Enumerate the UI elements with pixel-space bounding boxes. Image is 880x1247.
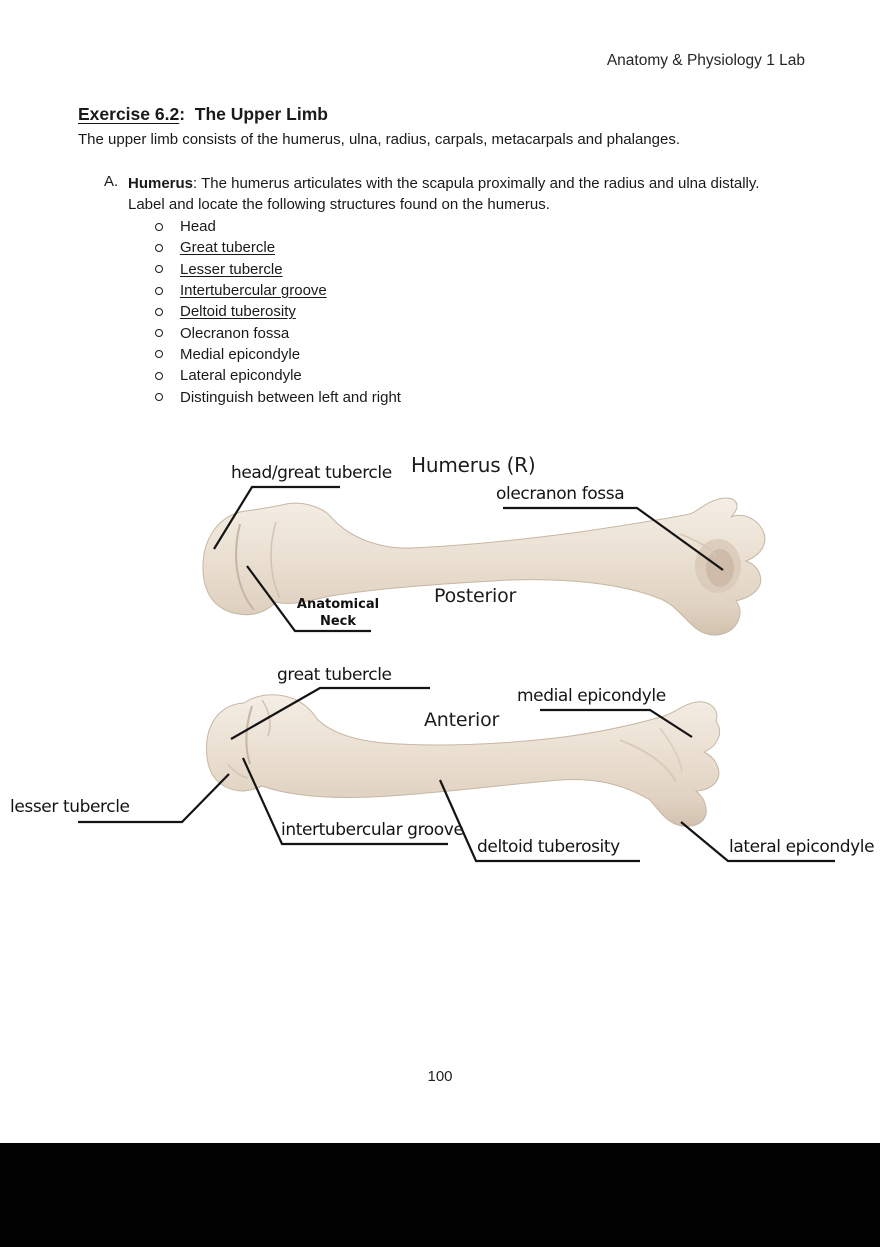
- list-item: Distinguish between left and right: [155, 386, 401, 407]
- section-a: A. Humerus: The humerus articulates with…: [104, 173, 814, 215]
- anatomical-neck-line2: Neck: [319, 613, 357, 629]
- label-intertubercular-groove: intertubercular groove: [281, 820, 464, 840]
- list-item: Deltoid tuberosity: [155, 301, 401, 322]
- section-a-term: Humerus: [128, 175, 194, 192]
- circle-bullet-icon: [155, 307, 163, 316]
- label-anatomical-neck: Anatomical Neck: [296, 597, 380, 630]
- list-item-label: Olecranon fossa: [180, 324, 290, 342]
- posterior-humerus-bone: [202, 497, 766, 636]
- circle-bullet-icon: [155, 243, 163, 252]
- label-head-great-tubercle: head/great tubercle: [231, 463, 392, 483]
- label-lesser-tubercle: lesser tubercle: [10, 797, 130, 817]
- exercise-title-rest: : The Upper Limb: [179, 104, 328, 124]
- leader-lateral-epicondyle: [680, 821, 835, 863]
- label-lateral-epicondyle: lateral epicondyle: [729, 837, 875, 857]
- section-a-line2: Label and locate the following structure…: [128, 196, 550, 213]
- list-item-label: Head: [180, 218, 216, 236]
- list-item-label: Lesser tubercle: [180, 260, 283, 278]
- list-item: Great tubercle: [155, 237, 401, 258]
- circle-bullet-icon: [155, 393, 163, 402]
- list-item: Medial epicondyle: [155, 344, 401, 365]
- leader-lesser-tubercle: [78, 773, 230, 824]
- bottom-black-bar: [0, 1143, 880, 1247]
- list-item: Intertubercular groove: [155, 280, 401, 301]
- circle-bullet-icon: [155, 371, 163, 380]
- list-item-label: Lateral epicondyle: [180, 367, 302, 385]
- list-item: Head: [155, 216, 401, 237]
- leader-medial-epicondyle: [540, 708, 693, 738]
- label-deltoid-tuberosity: deltoid tuberosity: [477, 837, 620, 857]
- leader-olecranon-fossa: [503, 506, 724, 571]
- circle-bullet-icon: [155, 350, 163, 359]
- list-item: Olecranon fossa: [155, 322, 401, 343]
- exercise-title-number: Exercise 6.2: [78, 104, 180, 124]
- list-item-label: Deltoid tuberosity: [180, 303, 296, 321]
- anterior-view-label: Anterior: [424, 709, 500, 731]
- list-item-label: Intertubercular groove: [180, 282, 327, 300]
- leader-intertubercular-groove: [241, 757, 448, 846]
- leader-head-great-tubercle: [213, 485, 340, 550]
- section-a-text: Humerus: The humerus articulates with th…: [128, 173, 759, 215]
- anterior-humerus-bone: [206, 694, 720, 827]
- list-item: Lesser tubercle: [155, 259, 401, 280]
- circle-bullet-icon: [155, 286, 163, 295]
- anatomical-neck-line1: Anatomical: [296, 597, 380, 612]
- leader-anatomical-neck: [246, 565, 371, 633]
- page-header: Anatomy & Physiology 1 Lab: [606, 52, 805, 69]
- label-olecranon-fossa: olecranon fossa: [496, 484, 625, 504]
- list-item-label: Distinguish between left and right: [180, 388, 401, 406]
- label-medial-epicondyle: medial epicondyle: [517, 686, 666, 706]
- label-great-tubercle: great tubercle: [277, 665, 392, 685]
- page-number: 100: [427, 1068, 453, 1085]
- circle-bullet-icon: [155, 222, 163, 231]
- list-item-label: Great tubercle: [180, 239, 276, 257]
- list-item: Lateral epicondyle: [155, 365, 401, 386]
- figure-title: Humerus (R): [411, 453, 536, 477]
- section-a-line1: : The humerus articulates with the scapu…: [193, 175, 760, 192]
- circle-bullet-icon: [155, 265, 163, 274]
- section-a-marker: A.: [104, 173, 119, 190]
- posterior-view-label: Posterior: [434, 585, 517, 607]
- intro-paragraph: The upper limb consists of the humerus, …: [78, 131, 680, 148]
- humerus-figure-graphic: [78, 485, 835, 863]
- exercise-title: Exercise 6.2: The Upper Limb: [78, 104, 328, 125]
- circle-bullet-icon: [155, 329, 163, 338]
- leader-great-tubercle: [230, 686, 430, 740]
- leader-deltoid-tuberosity: [438, 779, 640, 863]
- leader-lines: [78, 485, 835, 863]
- structure-list: Head Great tubercle Lesser tubercle Inte…: [155, 216, 401, 408]
- list-item-label: Medial epicondyle: [180, 345, 301, 363]
